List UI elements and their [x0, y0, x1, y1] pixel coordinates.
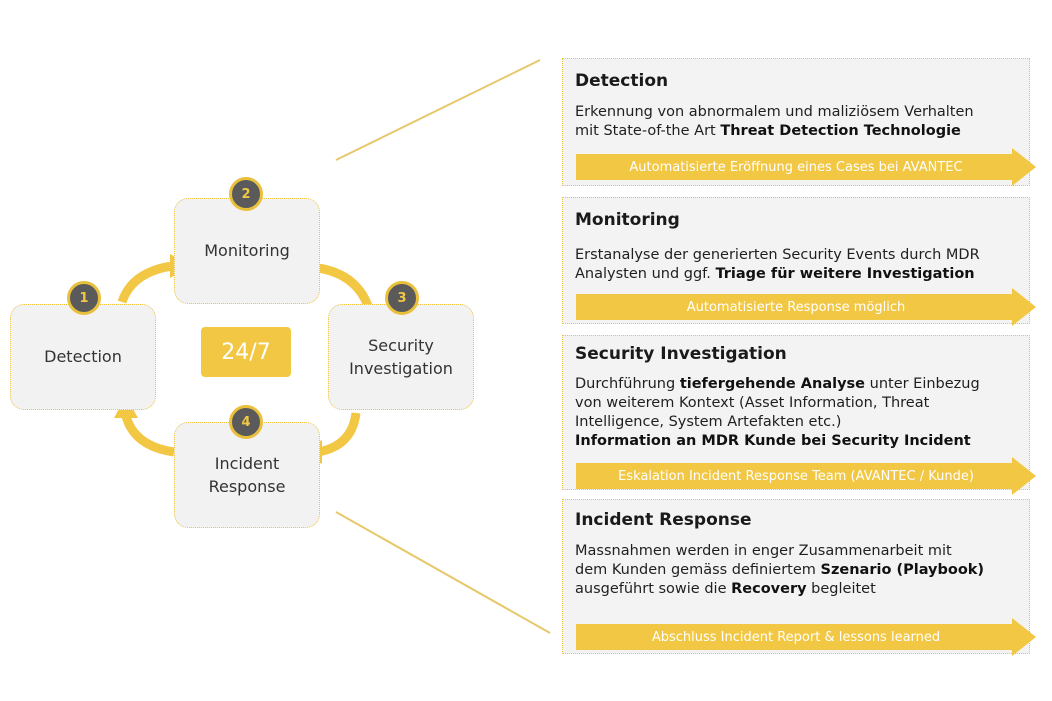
panel-ir-line-2-pre: dem Kunden gemäss definiertem — [575, 562, 821, 578]
panel-detection-arrow: Automatisierte Eröffnung eines Cases bei… — [576, 148, 1036, 186]
panel-security-investigation-line-1: Durchführung tiefergehende Analyse unter… — [575, 375, 1021, 394]
cycle-arrow-1-2 — [117, 261, 173, 304]
node-security-investigation-label-1: Security — [368, 335, 434, 355]
panel-ir-line-3-bold: Recovery — [731, 581, 807, 597]
arrow-shape — [576, 288, 1036, 326]
panel-detection-line-2: mit State-of-the Art Threat Detection Te… — [575, 122, 1021, 141]
panel-monitoring-line-1: Erstanalyse der generierten Security Eve… — [575, 247, 980, 263]
node-incident-response: Incident Response — [174, 422, 320, 528]
panel-security-investigation-line-4: Information an MDR Kunde bei Security In… — [575, 432, 1021, 451]
panel-monitoring: Monitoring Erstanalyse der generierten S… — [562, 197, 1036, 326]
node-incident-response-label-2: Response — [208, 477, 286, 496]
panel-detection-line-2-text: mit State-of-the Art — [575, 123, 721, 139]
panel-security-investigation-title: Security Investigation — [575, 344, 787, 364]
arrow-shape — [576, 148, 1036, 186]
center-24-7-label: 24/7 — [201, 327, 291, 377]
panel-incident-response-line-2: dem Kunden gemäss definiertem Szenario (… — [575, 561, 1021, 580]
panel-incident-response-arrow: Abschluss Incident Report & lessons lear… — [576, 618, 1036, 656]
panel-ir-line-3-pre: ausgeführt sowie die — [575, 581, 732, 597]
panel-incident-response-arrow-label: Abschluss Incident Report & lessons lear… — [651, 629, 941, 645]
node-detection-label: Detection — [44, 347, 122, 367]
panel-detection-body: Erkennung von abnormalem und maliziösem … — [575, 103, 1021, 141]
node-detection: Detection — [10, 304, 156, 410]
panel-monitoring-title: Monitoring — [575, 210, 680, 230]
node-incident-response-label-1: Incident — [214, 453, 280, 473]
panel-detection-arrow-label: Automatisierte Eröffnung eines Cases bei… — [629, 159, 963, 175]
panel-security-investigation-arrow: Eskalation Incident Response Team (AVANT… — [576, 457, 1036, 495]
badge-1: 1 — [67, 281, 101, 315]
node-security-investigation: Security Investigation — [328, 304, 474, 410]
panel-detection: Detection Erkennung von abnormalem und m… — [562, 58, 1036, 186]
panel-monitoring-body: Erstanalyse der generierten Security Eve… — [575, 246, 1021, 284]
panel-incident-response-line-3: ausgeführt sowie die Recovery begleitet — [575, 580, 1021, 599]
badge-3: 3 — [385, 281, 419, 315]
badge-4: 4 — [229, 405, 263, 439]
cycle-arrow-4-1 — [121, 414, 175, 457]
panel-si-line-1-pre: Durchführung — [575, 376, 680, 392]
panel-ir-line-2-bold: Szenario (Playbook) — [820, 562, 985, 578]
panel-si-line-1-post: unter Einbezug — [865, 376, 980, 392]
panel-security-investigation-line-2: von weiterem Kontext (Asset Information,… — [575, 395, 930, 411]
panel-security-investigation-body: Durchführung tiefergehende Analyse unter… — [575, 375, 1021, 451]
panel-security-investigation: Security Investigation Durchführung tief… — [562, 335, 1036, 495]
panel-monitoring-line-2-text: Analysten und ggf. — [575, 266, 716, 282]
panel-incident-response-title: Incident Response — [575, 510, 752, 530]
node-monitoring: Monitoring — [174, 198, 320, 304]
panel-security-investigation-line-3: Intelligence, System Artefakten etc.) — [575, 414, 842, 430]
panel-si-line-4-bold: Information an MDR Kunde bei Security In… — [575, 433, 971, 449]
panel-incident-response-body: Massnahmen werden in enger Zusammenarbei… — [575, 542, 1021, 599]
cycle-arrow-2-3 — [317, 263, 373, 308]
panel-ir-line-3-post: begleitet — [806, 581, 876, 597]
panel-security-investigation-arrow-label: Eskalation Incident Response Team (AVANT… — [618, 468, 974, 484]
arrow-shape — [576, 618, 1036, 656]
panel-detection-line-2-bold: Threat Detection Technologie — [720, 123, 961, 139]
badge-2: 2 — [229, 177, 263, 211]
connector-line-top — [335, 59, 541, 161]
panel-monitoring-line-2: Analysten und ggf. Triage für weitere In… — [575, 265, 1021, 284]
panel-monitoring-arrow: Automatisierte Response möglich — [576, 288, 1036, 326]
arrow-shape — [576, 457, 1036, 495]
panel-incident-response: Incident Response Massnahmen werden in e… — [562, 499, 1036, 656]
panel-monitoring-arrow-label: Automatisierte Response möglich — [686, 299, 906, 315]
node-monitoring-label: Monitoring — [204, 241, 290, 261]
panel-si-line-1-bold: tiefergehende Analyse — [679, 376, 866, 392]
panel-detection-line-1: Erkennung von abnormalem und maliziösem … — [575, 104, 974, 120]
panel-detection-title: Detection — [575, 71, 669, 91]
cycle-arrow-3-4 — [317, 412, 361, 457]
connector-line-bottom — [335, 511, 551, 634]
panel-monitoring-line-2-bold: Triage für weitere Investigation — [715, 266, 975, 282]
panel-incident-response-line-1: Massnahmen werden in enger Zusammenarbei… — [575, 543, 952, 559]
node-security-investigation-label-2: Investigation — [349, 359, 453, 378]
